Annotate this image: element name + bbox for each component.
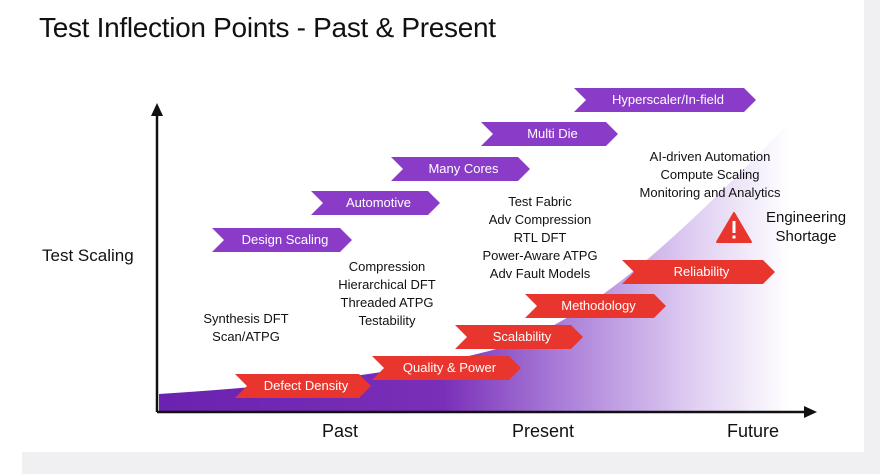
chevron-hyperscaler: Hyperscaler/In-field <box>574 88 756 112</box>
text-block-past-2: Compression Hierarchical DFT Threaded AT… <box>338 259 436 328</box>
x-label-past: Past <box>322 421 359 441</box>
chevron-scalability: Scalability <box>455 325 583 349</box>
right-border-band <box>864 0 880 474</box>
chevron-design-scaling: Design Scaling <box>212 228 352 252</box>
y-axis-label: Test Scaling <box>42 246 134 265</box>
chevron-quality-power: Quality & Power <box>372 356 521 380</box>
chevron-methodology: Methodology <box>525 294 666 318</box>
x-axis-arrowhead <box>804 406 817 418</box>
chevron-multi-die: Multi Die <box>481 122 618 146</box>
x-label-present: Present <box>512 421 575 441</box>
y-axis-arrowhead <box>151 103 163 116</box>
x-label-future: Future <box>727 421 780 441</box>
chevron-defect-density: Defect Density <box>235 374 371 398</box>
chevron-automotive: Automotive <box>311 191 440 215</box>
text-block-present: Test Fabric Adv Compression RTL DFT Powe… <box>482 194 598 281</box>
text-block-past-1: Synthesis DFT Scan/ATPG <box>203 311 289 344</box>
bottom-border-band <box>22 452 880 474</box>
growth-area <box>159 122 790 412</box>
warning-triangle-icon <box>716 212 752 243</box>
engineering-shortage-label: Engineering Shortage <box>765 209 847 245</box>
text-block-future: AI-driven Automation Compute Scaling Mon… <box>639 149 781 200</box>
slide-title: Test Inflection Points - Past & Present <box>39 12 496 43</box>
chevron-reliability: Reliability <box>622 260 775 284</box>
chevron-many-cores: Many Cores <box>391 157 530 181</box>
